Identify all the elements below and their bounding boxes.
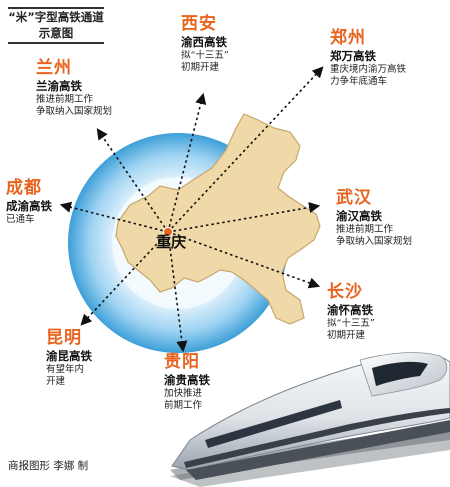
line-name-wuhan: 渝汉高铁 — [336, 209, 382, 224]
status-line2-lanzhou: 争取纳入国家规划 — [36, 105, 113, 117]
status-line2-kunming: 开建 — [46, 375, 66, 387]
line-name-zhengzhou: 郑万高铁 — [330, 49, 376, 64]
route-line-changsha — [167, 231, 321, 289]
center-city-label: 重庆 — [156, 233, 187, 251]
diagram-title-line1: “米”字型高铁通道 — [8, 10, 104, 24]
image-credit: 商报图形 李娜 制 — [8, 460, 89, 472]
city-name-changsha: 长沙 — [327, 282, 363, 302]
status-line1-lanzhou: 推进前期工作 — [36, 93, 94, 105]
chongqing-map — [115, 113, 321, 325]
route-label-changsha: 长沙 渝怀高铁 拟“十三五” 初期开建 — [327, 282, 375, 341]
train-underframe — [186, 420, 450, 480]
train-windows — [205, 400, 342, 448]
city-name-xian: 西安 — [181, 14, 217, 34]
city-name-chengdu: 成都 — [6, 178, 42, 198]
status-line1-chengdu: 已通车 — [6, 213, 35, 225]
route-line-kunming — [80, 231, 169, 326]
status-line2-guiyang: 前期工作 — [164, 399, 203, 411]
chongqing-dot — [163, 227, 173, 237]
status-line1-guiyang: 加快推进 — [164, 387, 203, 399]
route-label-kunming: 昆明 渝昆高铁 有望年内 开建 — [46, 328, 92, 387]
line-name-xian: 渝西高铁 — [181, 35, 227, 50]
route-label-chengdu: 成都 成渝高铁 已通车 — [6, 178, 52, 226]
train-cab-window — [372, 361, 428, 386]
route-label-wuhan: 武汉 渝汉高铁 推进前期工作 争取纳入国家规划 — [336, 188, 412, 247]
status-line2-changsha: 初期开建 — [327, 329, 366, 341]
status-line2-zhengzhou: 力争年底通车 — [330, 75, 388, 87]
status-line1-changsha: 拟“十三五” — [327, 317, 375, 329]
route-label-xian: 西安 渝西高铁 拟“十三五” 初期开建 — [181, 14, 229, 73]
line-name-changsha: 渝怀高铁 — [327, 303, 373, 318]
status-line1-zhengzhou: 重庆境内渝万高铁 — [330, 63, 407, 75]
line-name-kunming: 渝昆高铁 — [46, 349, 92, 364]
line-name-lanzhou: 兰渝高铁 — [36, 79, 82, 94]
status-line1-xian: 拟“十三五” — [181, 49, 229, 61]
city-name-zhengzhou: 郑州 — [330, 28, 366, 48]
status-line1-wuhan: 推进前期工作 — [336, 223, 394, 235]
train-illustration — [170, 352, 450, 487]
status-line2-xian: 初期开建 — [181, 61, 220, 73]
route-line-chengdu — [59, 201, 169, 233]
line-name-chengdu: 成渝高铁 — [6, 199, 52, 214]
city-name-guiyang: 贵阳 — [164, 352, 200, 372]
route-label-zhengzhou: 郑州 郑万高铁 重庆境内渝万高铁 力争年底通车 — [330, 28, 406, 87]
title-rule-bottom — [8, 42, 104, 45]
diagram-title-line2: 示意图 — [38, 25, 74, 40]
route-line-wuhan — [167, 202, 321, 233]
route-line-zhengzhou — [167, 66, 324, 233]
route-line-xian — [167, 92, 207, 233]
title-rule-top — [8, 7, 104, 9]
diagram-title: “米”字型高铁通道 示意图 — [6, 6, 106, 45]
route-label-guiyang: 贵阳 渝贵高铁 加快推进 前期工作 — [164, 352, 210, 411]
city-name-wuhan: 武汉 — [336, 188, 372, 208]
city-name-kunming: 昆明 — [46, 328, 82, 348]
status-line1-kunming: 有望年内 — [46, 363, 85, 375]
train-stripe — [184, 408, 450, 468]
line-name-guiyang: 渝贵高铁 — [164, 373, 210, 388]
status-line2-wuhan: 争取纳入国家规划 — [336, 235, 413, 247]
route-label-lanzhou: 兰州 兰渝高铁 推进前期工作 争取纳入国家规划 — [36, 58, 112, 117]
route-line-lanzhou — [96, 128, 169, 233]
route-line-guiyang — [167, 231, 188, 353]
city-name-lanzhou: 兰州 — [36, 58, 72, 78]
